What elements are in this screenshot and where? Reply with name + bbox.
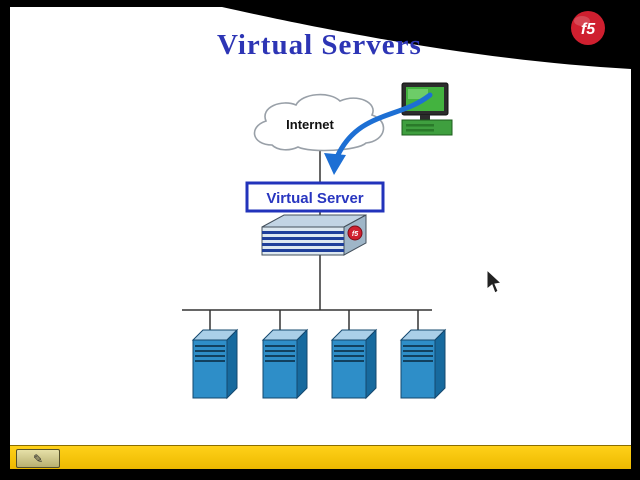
- slide-title: Virtual Servers: [217, 29, 422, 61]
- f5-logo-icon: f5: [571, 11, 605, 45]
- traffic-arrow-icon: [324, 92, 433, 175]
- internet-label: Internet: [286, 117, 334, 132]
- pen-tool-button[interactable]: ✎: [16, 449, 60, 468]
- diagram-canvas: f5 Virtual Servers Internet: [182, 7, 631, 399]
- appliance-f5-badge: f5: [352, 231, 358, 238]
- bigip-appliance-icon: f5: [261, 214, 367, 256]
- f5-logo-text: f5: [581, 21, 596, 38]
- server-tower: [400, 329, 446, 399]
- footer-toolbar: ✎: [10, 445, 631, 469]
- presentation-slide: f5 Virtual Servers Internet: [10, 7, 631, 445]
- virtual-server-box: Virtual Server: [245, 181, 385, 213]
- swoosh-decoration: [222, 7, 631, 69]
- mouse-cursor: [486, 268, 503, 294]
- network-lines: [182, 127, 432, 340]
- pen-icon: ✎: [32, 451, 44, 466]
- server-tower: [262, 329, 308, 399]
- server-tower: [331, 329, 377, 399]
- virtual-server-label: Virtual Server: [266, 190, 363, 207]
- internet-cloud-icon: Internet: [253, 93, 385, 152]
- server-tower: [192, 329, 238, 399]
